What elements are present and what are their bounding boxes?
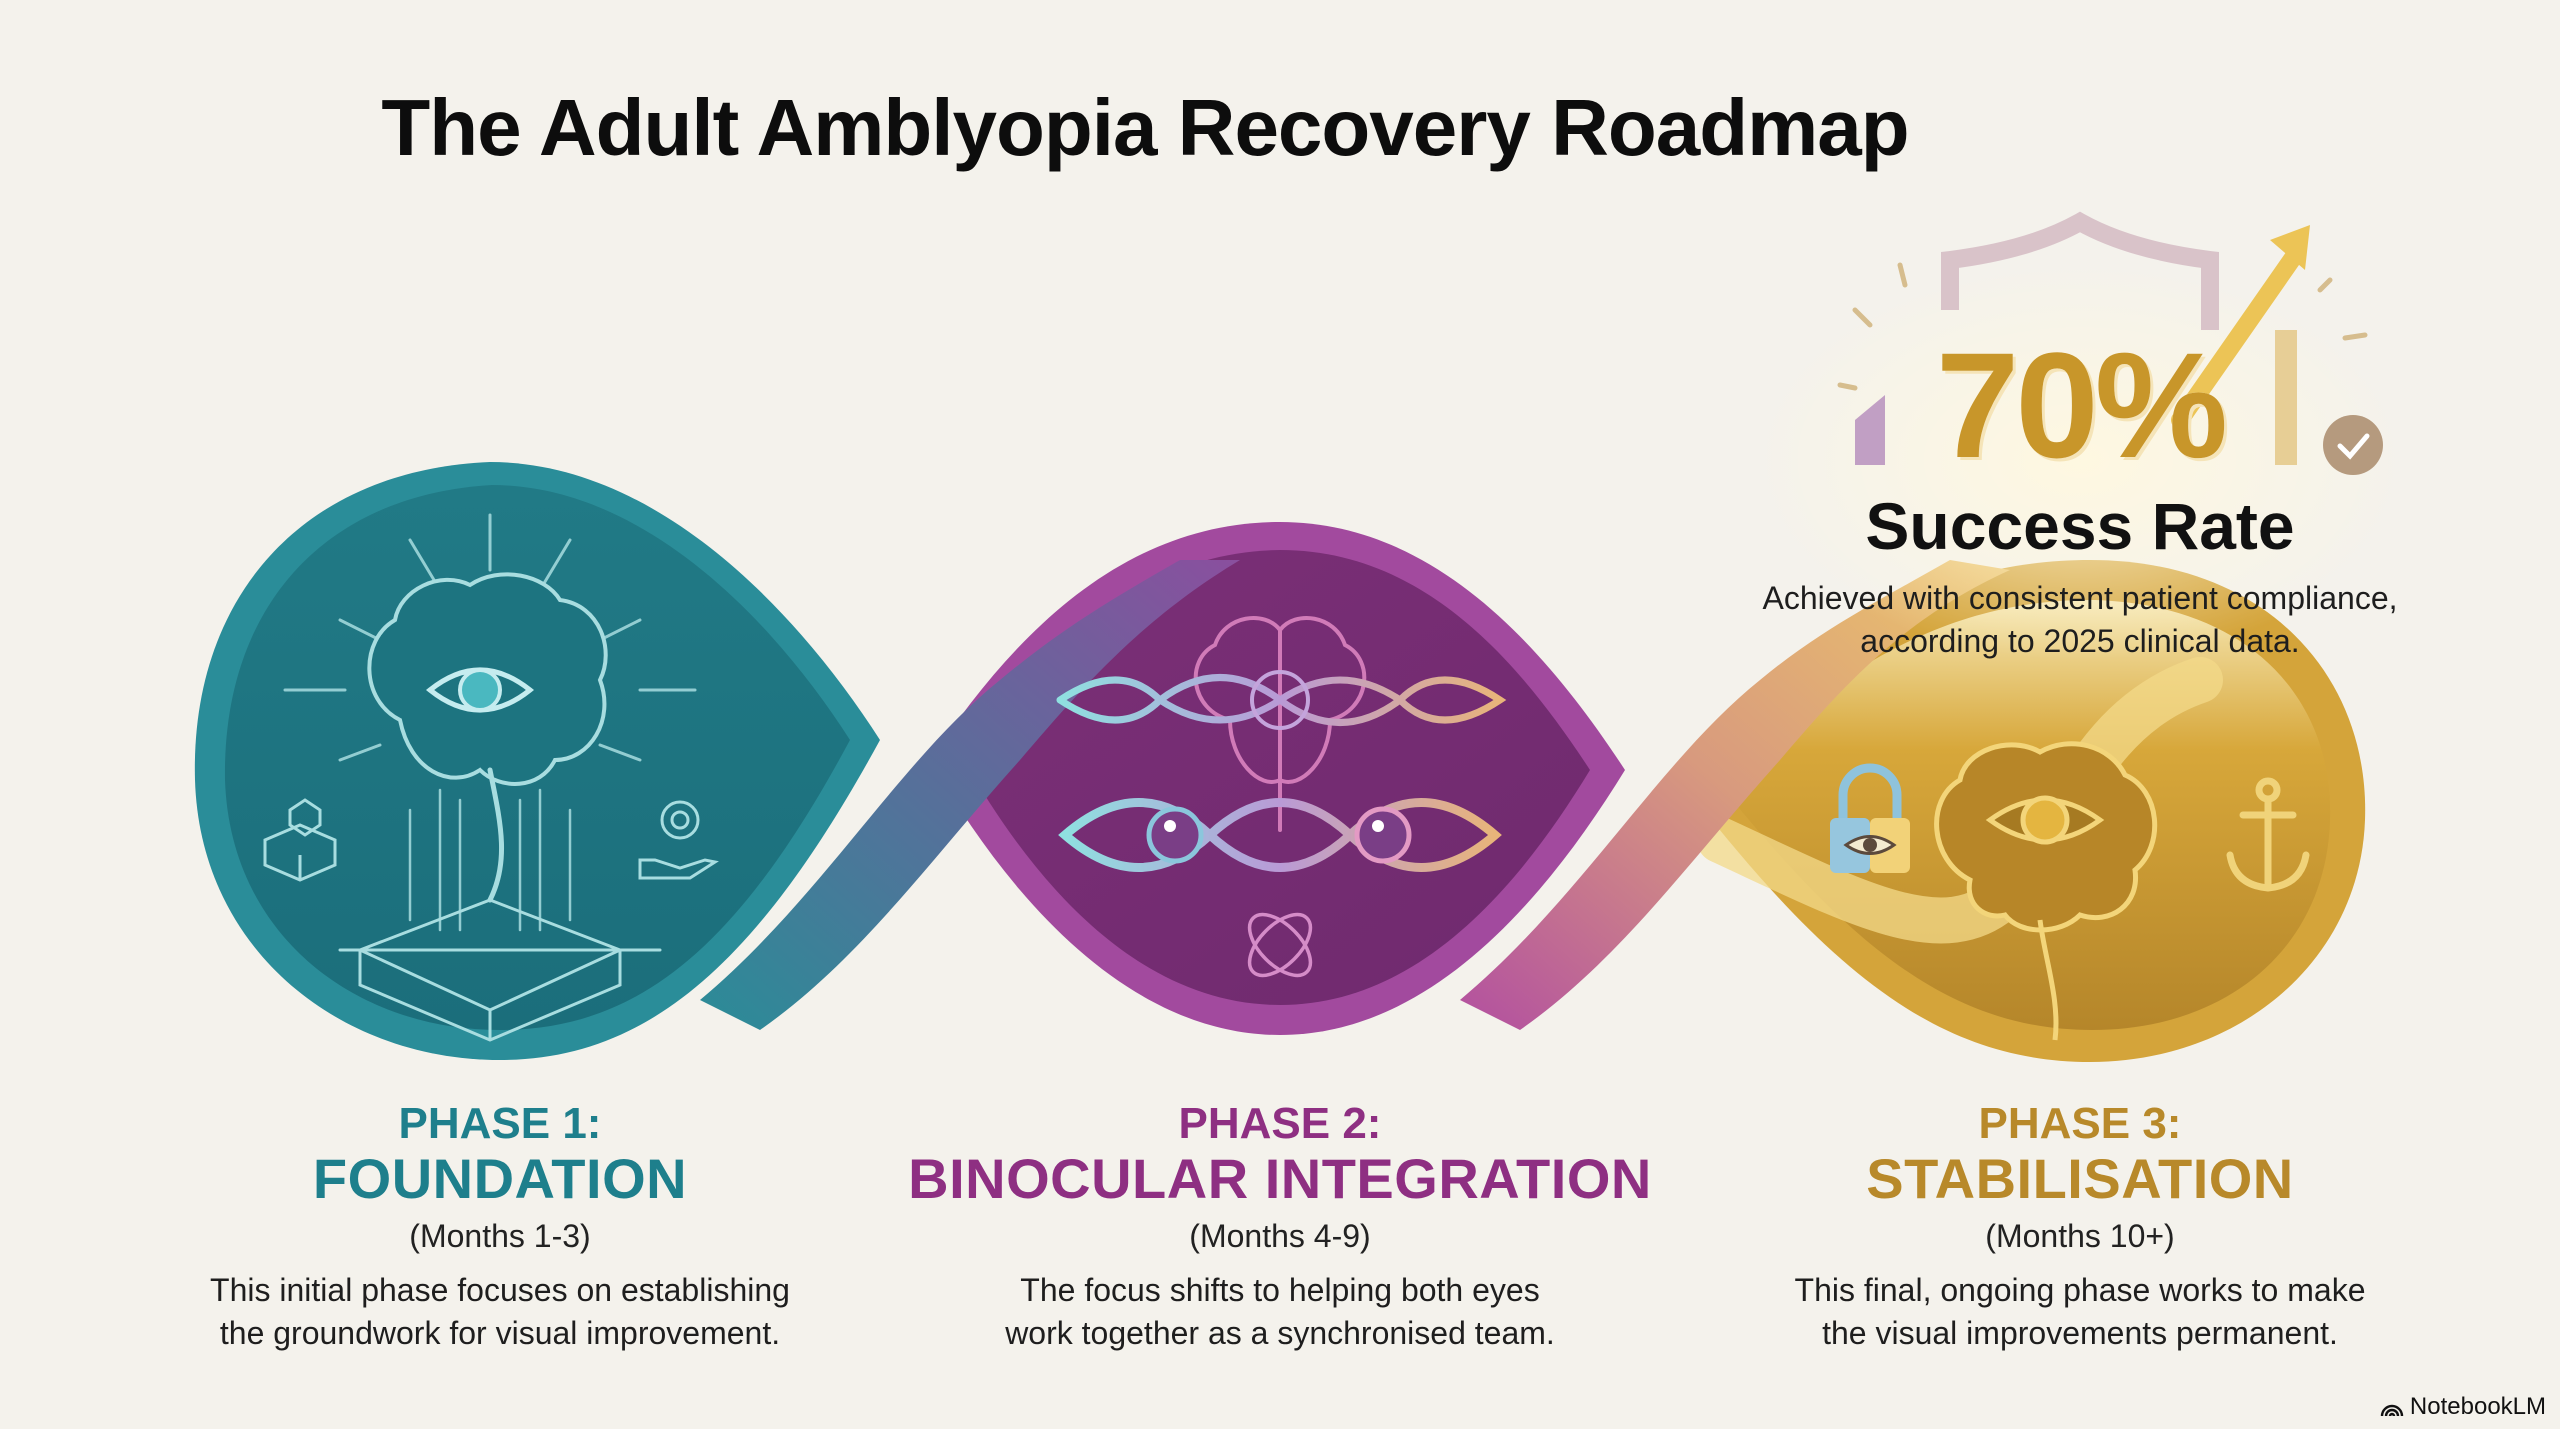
success-rate-callout: 70% Success Rate Achieved with consisten… [1740,210,2420,663]
anchor-icon [2226,777,2310,892]
lock-eye-icon [1830,763,1910,873]
success-rate-note: Achieved with consistent patient complia… [1740,577,2420,663]
desc-line-2: work together as a synchronised team. [1005,1315,1555,1352]
phase-2-description: The focus shifts to helping both eyes wo… [880,1269,1680,1355]
phase-1-caption: PHASE 1: FOUNDATION (Months 1-3) This in… [180,1099,820,1355]
success-rate-label: Success Rate [1865,489,2295,563]
growth-arrow-icon [2171,246,2304,429]
phase-1-name: FOUNDATION [312,1147,688,1211]
phase-2-icons [1056,616,1507,978]
desc-line-1: This final, ongoing phase works to make [1794,1271,2366,1308]
phase-3-icons [1830,741,2310,1041]
phase-3-caption: PHASE 3: STABILISATION (Months 10+) This… [1760,1099,2400,1355]
bar-chart-icon [1855,395,1885,465]
success-badge-art [1750,211,2410,660]
note-line-1: Achieved with consistent patient complia… [1762,579,2398,616]
desc-line-1: This initial phase focuses on establishi… [210,1271,790,1308]
note-line-2: according to 2025 clinical data. [1860,622,2300,659]
stacked-boxes-icon [263,798,337,882]
gear-hand-icon [638,800,719,880]
phase-1-kicker: PHASE 1: [398,1099,602,1148]
phase-3-kicker: PHASE 3: [1978,1099,2182,1148]
infinity-eyes-icon [1058,798,1502,872]
phase-3-months: (Months 10+) [1985,1217,2175,1254]
phase-1-brain-eye-icon [283,513,697,1042]
success-rate-value: 70% [1935,321,2228,489]
phase-2-name: BINOCULAR INTEGRATION [908,1147,1652,1211]
handshake-icon [1247,912,1313,978]
brain-eye-icon [1934,741,2158,1041]
sparkle-icons [1837,262,2368,391]
phase-2-months: (Months 4-9) [1189,1217,1371,1254]
phase-1-description: This initial phase focuses on establishi… [180,1269,820,1355]
phase-2-caption: PHASE 2: BINOCULAR INTEGRATION (Months 4… [880,1099,1680,1355]
desc-line-1: The focus shifts to helping both eyes [1020,1271,1540,1308]
merged-eye-icon [1056,674,1507,726]
brand-label: NotebookLM [2409,1393,2546,1420]
phase-3-description: This final, ongoing phase works to make … [1760,1269,2400,1355]
phase-2-kicker: PHASE 2: [1178,1099,1382,1148]
notebooklm-watermark: NotebookLM [2380,1393,2546,1421]
checkmark-badge-icon [2323,415,2383,475]
desc-line-2: the visual improvements permanent. [1822,1315,2338,1352]
desc-line-2: the groundwork for visual improvement. [219,1315,781,1352]
phase-3-name: STABILISATION [1866,1147,2294,1211]
ribbon-2-3 [1460,560,2010,1030]
page-title: The Adult Amblyopia Recovery Roadmap [381,83,1909,172]
shield-icon [1941,211,2219,330]
ribbon-1-2 [700,560,1240,1030]
phase-1-months: (Months 1-3) [409,1217,591,1254]
notebooklm-logo-icon [2380,1404,2404,1417]
